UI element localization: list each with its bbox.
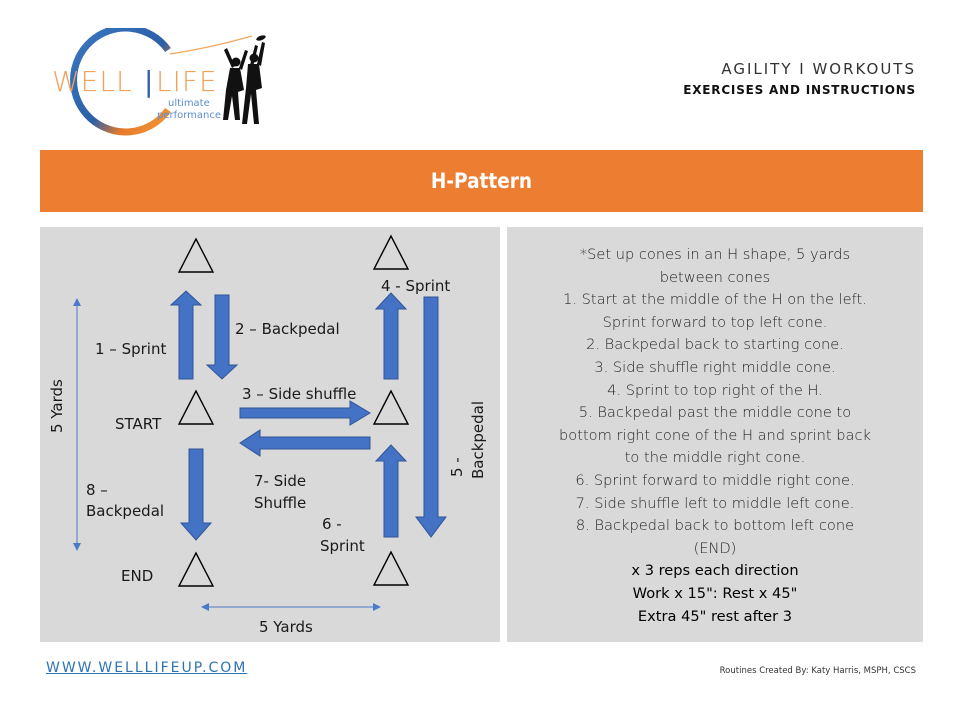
logo-swoosh [169,35,253,55]
arrow-6-sprint-up [374,444,408,538]
label-8-backpedal-b: Backpedal [86,502,164,520]
arrow-2-backpedal-down [205,294,239,380]
label-1-sprint: 1 – Sprint [95,340,166,358]
arrow-7-shuffle-left [239,429,371,457]
instructions-panel: *Set up cones in an H shape, 5 yards bet… [507,227,923,642]
diagram-svg: 1 – Sprint 2 – Backpedal 3 – Side shuffl… [48,234,487,636]
instruction-line: 3. Side shuffle right middle cone. [594,358,836,376]
label-7-shuffle-b: Shuffle [254,494,306,512]
summary-extra-rest: Extra 45" rest after 3 [637,607,793,625]
label-end: END [121,567,153,585]
instruction-line: (END) [693,539,737,557]
logo-tagline-2: performance [157,110,221,121]
author-credit: Routines Created By: Katy Harris, MSPH, … [719,666,916,676]
cone-middle-left [177,389,215,425]
players-silhouette-icon [223,35,266,124]
instruction-line: Sprint forward to top left cone. [602,313,828,331]
logo-brand-right: LIFE [156,65,218,98]
label-8-backpedal-a: 8 – [86,481,108,499]
page-title: H-Pattern [430,169,533,193]
arrow-8-backpedal-down [179,448,213,541]
instruction-line: 1. Start at the middle of the H on the l… [563,291,867,309]
cone-middle-right [372,389,410,425]
label-6-sprint-b: Sprint [320,537,365,555]
instruction-line: 5. Backpedal past the middle cone to [578,404,852,422]
arrow-5-backpedal-down [415,296,447,538]
label-vertical-distance: 5 Yards [48,379,66,433]
summary-work-rest: Work x 15": Rest x 45" [632,584,798,602]
instruction-line: 7. Side shuffle left to middle left cone… [575,494,855,512]
header-block: AGILITY I WORKOUTS EXERCISES AND INSTRUC… [683,60,916,97]
label-4-sprint: 4 - Sprint [381,277,450,295]
label-5-backpedal-a: 5 - [448,457,466,477]
arrow-4-sprint-up [374,292,408,380]
arrow-1-sprint-up [169,290,203,380]
label-5-backpedal-b: Backpedal [469,401,487,479]
label-3-shuffle: 3 – Side shuffle [242,385,356,403]
header-subtitle: EXERCISES AND INSTRUCTIONS [683,83,916,97]
label-2-backpedal: 2 – Backpedal [235,320,340,338]
arrow-3-shuffle-right [239,400,371,426]
cone-top-right [372,234,410,270]
h-pattern-diagram: 1 – Sprint 2 – Backpedal 3 – Side shuffl… [40,227,500,642]
instruction-line: 4. Sprint to top right of the H. [607,381,823,399]
instruction-line: *Set up cones in an H shape, 5 yards [579,246,851,263]
label-start: START [115,415,162,433]
label-6-sprint-a: 6 - [322,515,342,533]
logo-ring [70,28,171,136]
instruction-line: between cones [659,268,771,286]
title-banner: H-Pattern [40,150,923,212]
instruction-line: to the middle right cone. [624,449,806,467]
cone-bottom-left [177,551,215,587]
cone-top-left [177,237,215,273]
instruction-line: 6. Sprint forward to middle right cone. [575,471,855,489]
logo-brand-left: WELL [52,65,133,98]
instruction-line: 8. Backpedal back to bottom left cone [575,517,855,535]
label-horizontal-distance: 5 Yards [259,618,313,636]
logo-brand-divider: | [144,65,153,98]
welllife-logo: WELL | LIFE ultimate performance [52,28,266,136]
summary-reps: x 3 reps each direction [631,562,799,580]
logo-tagline-1: ultimate [168,98,210,109]
header-category: AGILITY I WORKOUTS [721,60,916,78]
instruction-line: 2. Backpedal back to starting cone. [586,336,844,354]
website-link[interactable]: WWW.WELLLIFEUP.COM [46,660,248,676]
cone-bottom-right [372,550,410,586]
label-7-shuffle-a: 7- Side [254,472,306,490]
instruction-line: bottom right cone of the H and sprint ba… [559,426,871,444]
